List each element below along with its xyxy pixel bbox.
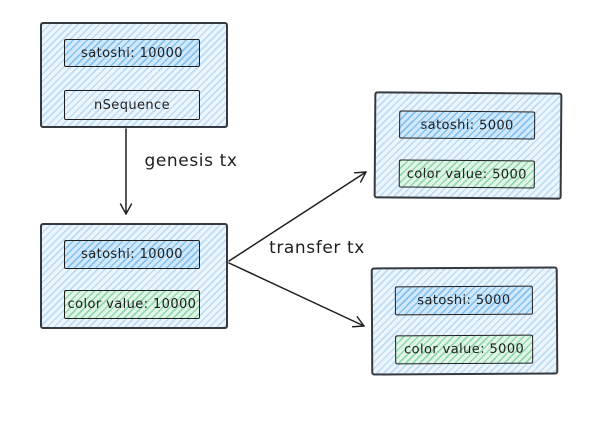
- satoshi-field: satoshi: 10000: [64, 39, 200, 67]
- transfer-tx-label: transfer tx: [269, 238, 365, 258]
- node-transfer-output-bottom: satoshi: 5000 color value: 5000: [370, 266, 559, 376]
- color-value-field: color value: 5000: [398, 159, 535, 189]
- node-genesis-output: satoshi: 10000 color value: 10000: [40, 223, 228, 329]
- node-genesis-input: satoshi: 10000 nSequence: [40, 22, 228, 128]
- satoshi-field-label: satoshi: 5000: [417, 292, 511, 309]
- nsequence-field: nSequence: [64, 90, 200, 120]
- satoshi-field-label: satoshi: 5000: [420, 117, 514, 133]
- satoshi-field-label: satoshi: 10000: [81, 247, 183, 262]
- satoshi-field: satoshi: 5000: [399, 110, 536, 140]
- color-value-field-label: color value: 5000: [404, 341, 525, 358]
- genesis-tx-label: genesis tx: [144, 151, 238, 171]
- color-value-field-label: color value: 10000: [67, 297, 197, 312]
- satoshi-field-label: satoshi: 10000: [81, 45, 183, 61]
- node-transfer-output-top: satoshi: 5000 color value: 5000: [373, 91, 563, 200]
- satoshi-field: satoshi: 5000: [394, 285, 533, 316]
- color-value-field: color value: 10000: [64, 290, 200, 319]
- satoshi-field: satoshi: 10000: [64, 240, 200, 269]
- transfer-arrow-bottom: [228, 262, 365, 328]
- nsequence-field-label: nSequence: [94, 97, 170, 113]
- color-value-field: color value: 5000: [395, 334, 534, 365]
- color-value-field-label: color value: 5000: [406, 166, 527, 182]
